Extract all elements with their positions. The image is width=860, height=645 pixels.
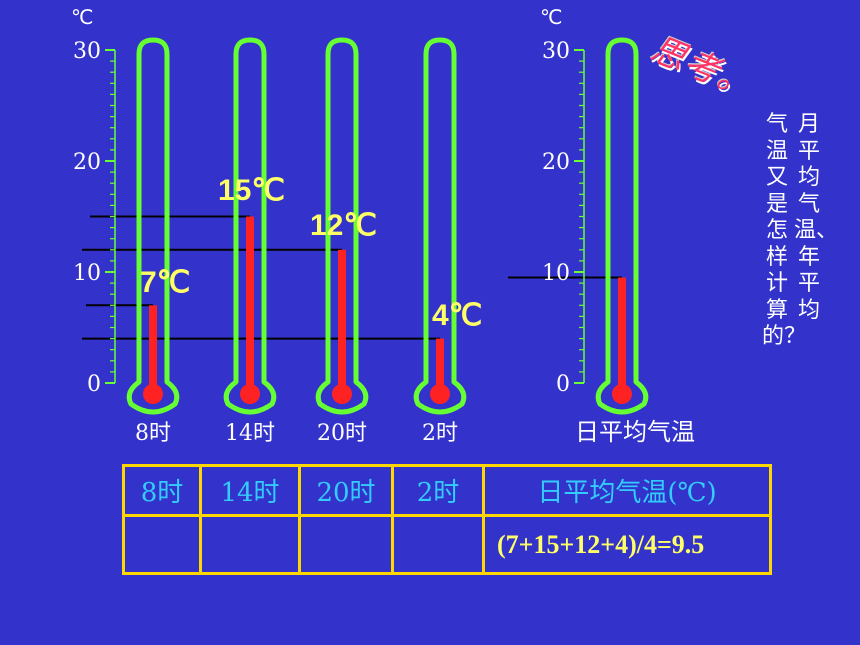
question-line-1: 月平均气温、年平均: [794, 112, 839, 323]
average-scale-label: 10: [542, 261, 570, 286]
table-cell-8: [122, 514, 202, 575]
thermometer-0-mercury-column: [149, 305, 157, 392]
thermometer-3-value-label: 4℃: [432, 299, 482, 332]
table-cell-14: [199, 514, 301, 575]
thermometer-0-time-label: 8时: [135, 421, 171, 446]
table-cell-2: [391, 514, 485, 575]
thermometer-1-tube: [223, 37, 277, 415]
thermometer-2-mercury-column: [338, 249, 346, 392]
thermometer-3-tube: [413, 37, 467, 415]
question-text: 月平均气温、年平均 气温又是怎样计算的？: [758, 112, 839, 412]
thermometer-2-value-label: 12℃: [310, 209, 377, 242]
thermometer-0-tube: [126, 37, 180, 415]
average-scale-label: 0: [556, 372, 570, 397]
table-formula: (7+15+12+4)/4=9.5: [482, 514, 772, 575]
thermometer-2-time-label: 20时: [317, 421, 367, 446]
thermometers-group: 30 20 10 0 ℃ 7℃ 8时 15℃ 14时 12℃ 20时 4℃ 2时: [71, 5, 482, 446]
average-thermometer-group: 30 20 10 0 ℃ 日平均气温: [540, 5, 695, 446]
average-thermometer-mercury-column: [618, 277, 626, 392]
thermometer-1-value-label: 15℃: [218, 174, 285, 207]
reference-lines: [82, 215, 622, 340]
table-header-average: 日平均气温(℃): [482, 464, 772, 517]
data-table: 8时 14时 20时 2时 日平均气温(℃) (7+15+12+4)/4=9.5: [122, 464, 772, 575]
thermometer-3-time-label: 2时: [422, 421, 458, 446]
thermometer-0-mercury-bulb: [143, 384, 163, 404]
table-header-14: 14时: [199, 464, 301, 517]
thermometer-1-mercury-column: [246, 216, 254, 392]
left-unit-label: ℃: [71, 5, 93, 29]
left-scale-label: 20: [73, 150, 101, 175]
thermometer-0-value-label: 7℃: [140, 266, 190, 299]
average-thermometer-title: 日平均气温: [575, 418, 695, 446]
table-header-8: 8时: [122, 464, 202, 517]
table-cell-20: [298, 514, 394, 575]
average-unit-label: ℃: [540, 5, 562, 29]
thermometer-2-tube: [315, 37, 369, 415]
thermometer-3-mercury-column: [436, 338, 444, 392]
question-line-2: 气温又是怎样计算的？: [762, 112, 807, 349]
left-scale-label: 0: [87, 372, 101, 397]
average-thermometer-mercury-bulb: [612, 384, 632, 404]
thermometer-2-mercury-bulb: [332, 384, 352, 404]
thermometer-3-mercury-bulb: [430, 384, 450, 404]
average-thermometer-tube: [595, 37, 649, 415]
left-scale-label: 10: [73, 261, 101, 286]
thermometer-1-time-label: 14时: [225, 421, 275, 446]
left-scale-label: 30: [73, 39, 101, 64]
thermometer-1-mercury-bulb: [240, 384, 260, 404]
average-scale-label: 30: [542, 39, 570, 64]
average-scale-label: 20: [542, 150, 570, 175]
table-header-2: 2时: [391, 464, 485, 517]
table-header-20: 20时: [298, 464, 394, 517]
